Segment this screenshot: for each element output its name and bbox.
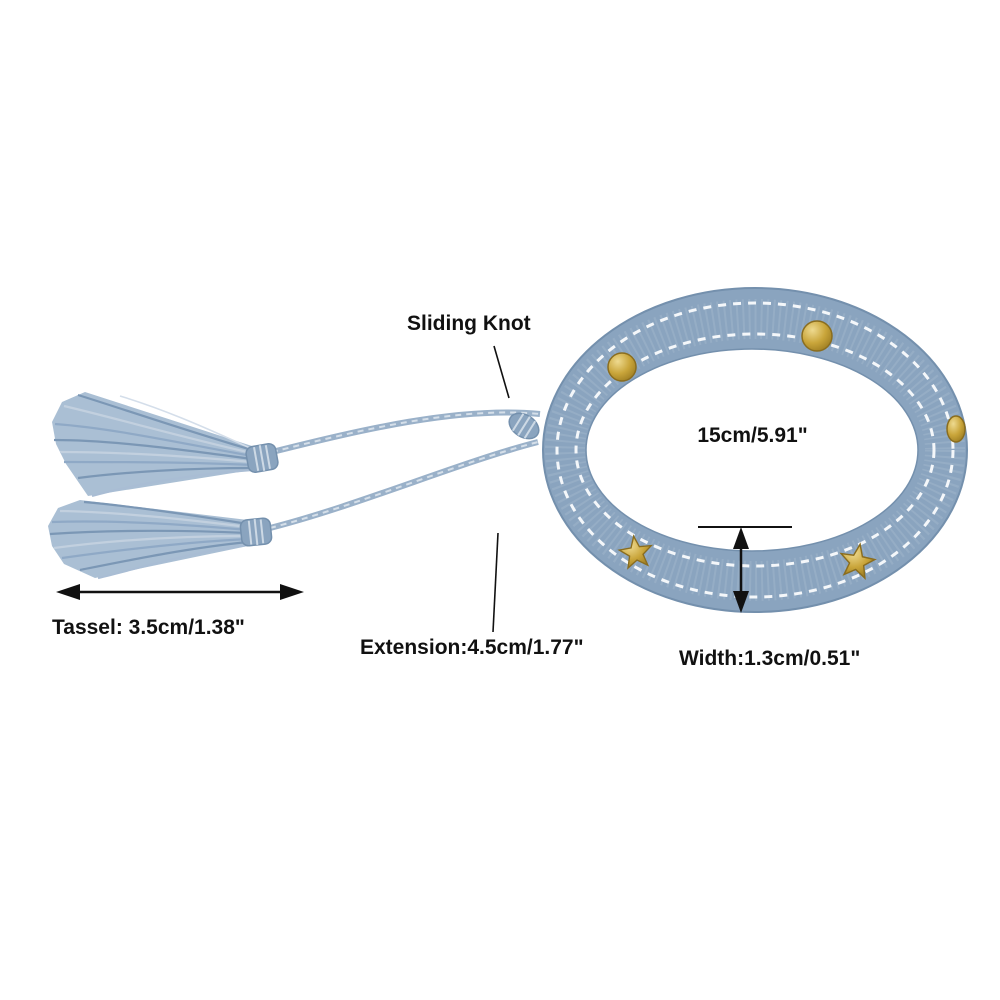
band-stitch-outer: [555, 301, 955, 599]
braided-cord-lower: [269, 439, 539, 531]
gold-star-stud: [617, 534, 654, 570]
sliding-knot-label: Sliding Knot: [407, 312, 531, 335]
band-inner-opening: [585, 348, 919, 552]
width-size-label: Width:1.3cm/0.51": [679, 647, 861, 670]
band-weave-texture: [545, 299, 965, 601]
extension-pointer-line: [492, 532, 499, 633]
width-arrow: [698, 526, 792, 613]
gold-studs: [607, 320, 966, 581]
braided-cord-lower-twist: [269, 441, 539, 529]
tassel-length-arrow: [56, 584, 304, 600]
gold-round-stud: [801, 320, 833, 352]
tassel-size-label: Tassel: 3.5cm/1.38": [52, 616, 245, 639]
sliding-knot: [508, 412, 540, 440]
tassel-upper: [52, 392, 279, 498]
bracelet-band: [542, 287, 968, 613]
gold-round-stud-side: [946, 415, 966, 443]
inner-size-label: 15cm/5.91": [697, 424, 808, 447]
sliding-knot-pointer-line: [493, 345, 510, 399]
braided-cord-upper-twist: [271, 411, 541, 453]
tassel-head: [239, 517, 273, 547]
gold-star-stud: [839, 542, 877, 581]
tassel-lower: [48, 500, 273, 580]
braided-cord-upper: [271, 409, 541, 455]
tassel-head: [245, 442, 279, 474]
gold-round-stud: [607, 352, 637, 382]
extension-size-label: Extension:4.5cm/1.77": [360, 636, 584, 659]
band-stitch-inner: [574, 332, 936, 568]
braided-cords: [269, 409, 541, 531]
tassel-body: [52, 392, 252, 496]
